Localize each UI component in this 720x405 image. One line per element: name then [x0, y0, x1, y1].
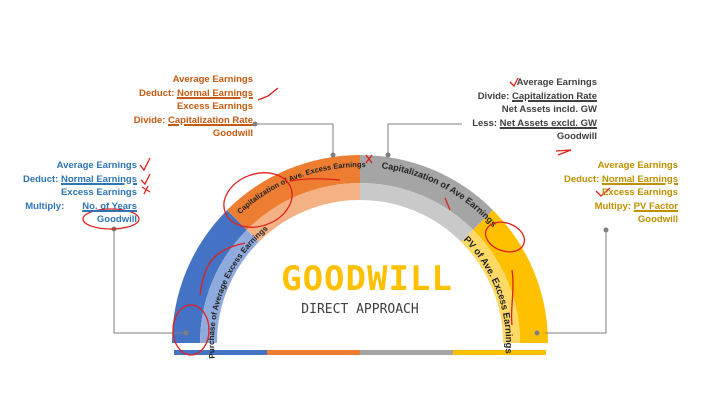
arch-inner-cap-excess [246, 183, 360, 242]
pv-line1: Average Earnings [597, 160, 678, 171]
cap-excess-line3: Excess Earnings [176, 101, 253, 112]
purchase-line2-value: Normal Earnings [60, 173, 137, 185]
pv-line4-value: PV Factor [633, 200, 678, 212]
cap-average-line4-value: Net Assets excld. GW [499, 117, 597, 129]
purchase-line1: Average Earnings [56, 160, 137, 171]
pv-block: Average Earnings Deduct: Normal Earnings… [564, 159, 678, 227]
arch-segment-cap-average [360, 155, 493, 230]
cap-average-line2-prefix: Divide: [477, 90, 512, 102]
arch-segment-purchase [172, 210, 247, 343]
arch-inner-pv [461, 229, 520, 343]
cap-average-line1: Average Earnings [516, 77, 597, 88]
cap-average-block: Average Earnings Divide: Capitalization … [472, 76, 597, 144]
purchase-block: Average Earnings Deduct: Normal Earnings… [23, 159, 137, 227]
purchase-line3: Excess Earnings [60, 187, 137, 198]
purchase-line5: Goodwill [96, 214, 137, 225]
pv-line4-prefix: Multipy: [594, 200, 634, 212]
bar-gray [360, 350, 453, 355]
cap-excess-line5: Goodwill [212, 128, 253, 139]
cap-excess-line4-prefix: Divide: [133, 114, 168, 126]
handwritten-annotations [82, 77, 611, 356]
arch-segment-pv [473, 210, 548, 343]
purchase-line4-prefix: Multiply: [25, 200, 65, 212]
cap-excess-line1: Average Earnings [172, 74, 253, 85]
direct-approach-subtitle: DIRECT APPROACH [301, 302, 418, 317]
cap-excess-line2-value: Normal Earnings [176, 87, 253, 99]
cap-excess-line2-prefix: Deduct: [138, 87, 177, 99]
cap-average-line2-value: Capitalization Rate [512, 90, 597, 102]
bar-blue [174, 350, 267, 355]
connector-lines [113, 123, 607, 334]
pv-line3: Excess Earnings [601, 187, 678, 198]
bar-yellow [453, 350, 546, 355]
cap-average-line5: Goodwill [556, 131, 597, 142]
purchase-line2-prefix: Deduct: [22, 173, 61, 185]
arch-inner-purchase [200, 229, 259, 343]
pv-line2-value: Normal Earnings [601, 173, 678, 185]
goodwill-title: GOODWILL [281, 259, 453, 299]
cap-average-line4-prefix: Less: [472, 117, 500, 129]
purchase-line4-value: No. of Years [82, 200, 137, 212]
pv-line5: Goodwill [637, 214, 678, 225]
arch-inner-cap-average [360, 183, 474, 242]
connector-dots [111, 121, 609, 336]
pv-line2-prefix: Deduct: [563, 173, 602, 185]
cap-average-line3: Net Assets incld. GW [501, 104, 597, 115]
arch-segment-cap-excess [227, 155, 360, 230]
cap-excess-line4-value: Capitalization Rate [168, 114, 253, 126]
cap-excess-block: Average Earnings Deduct: Normal Earnings… [134, 73, 253, 141]
bar-orange [267, 350, 360, 355]
